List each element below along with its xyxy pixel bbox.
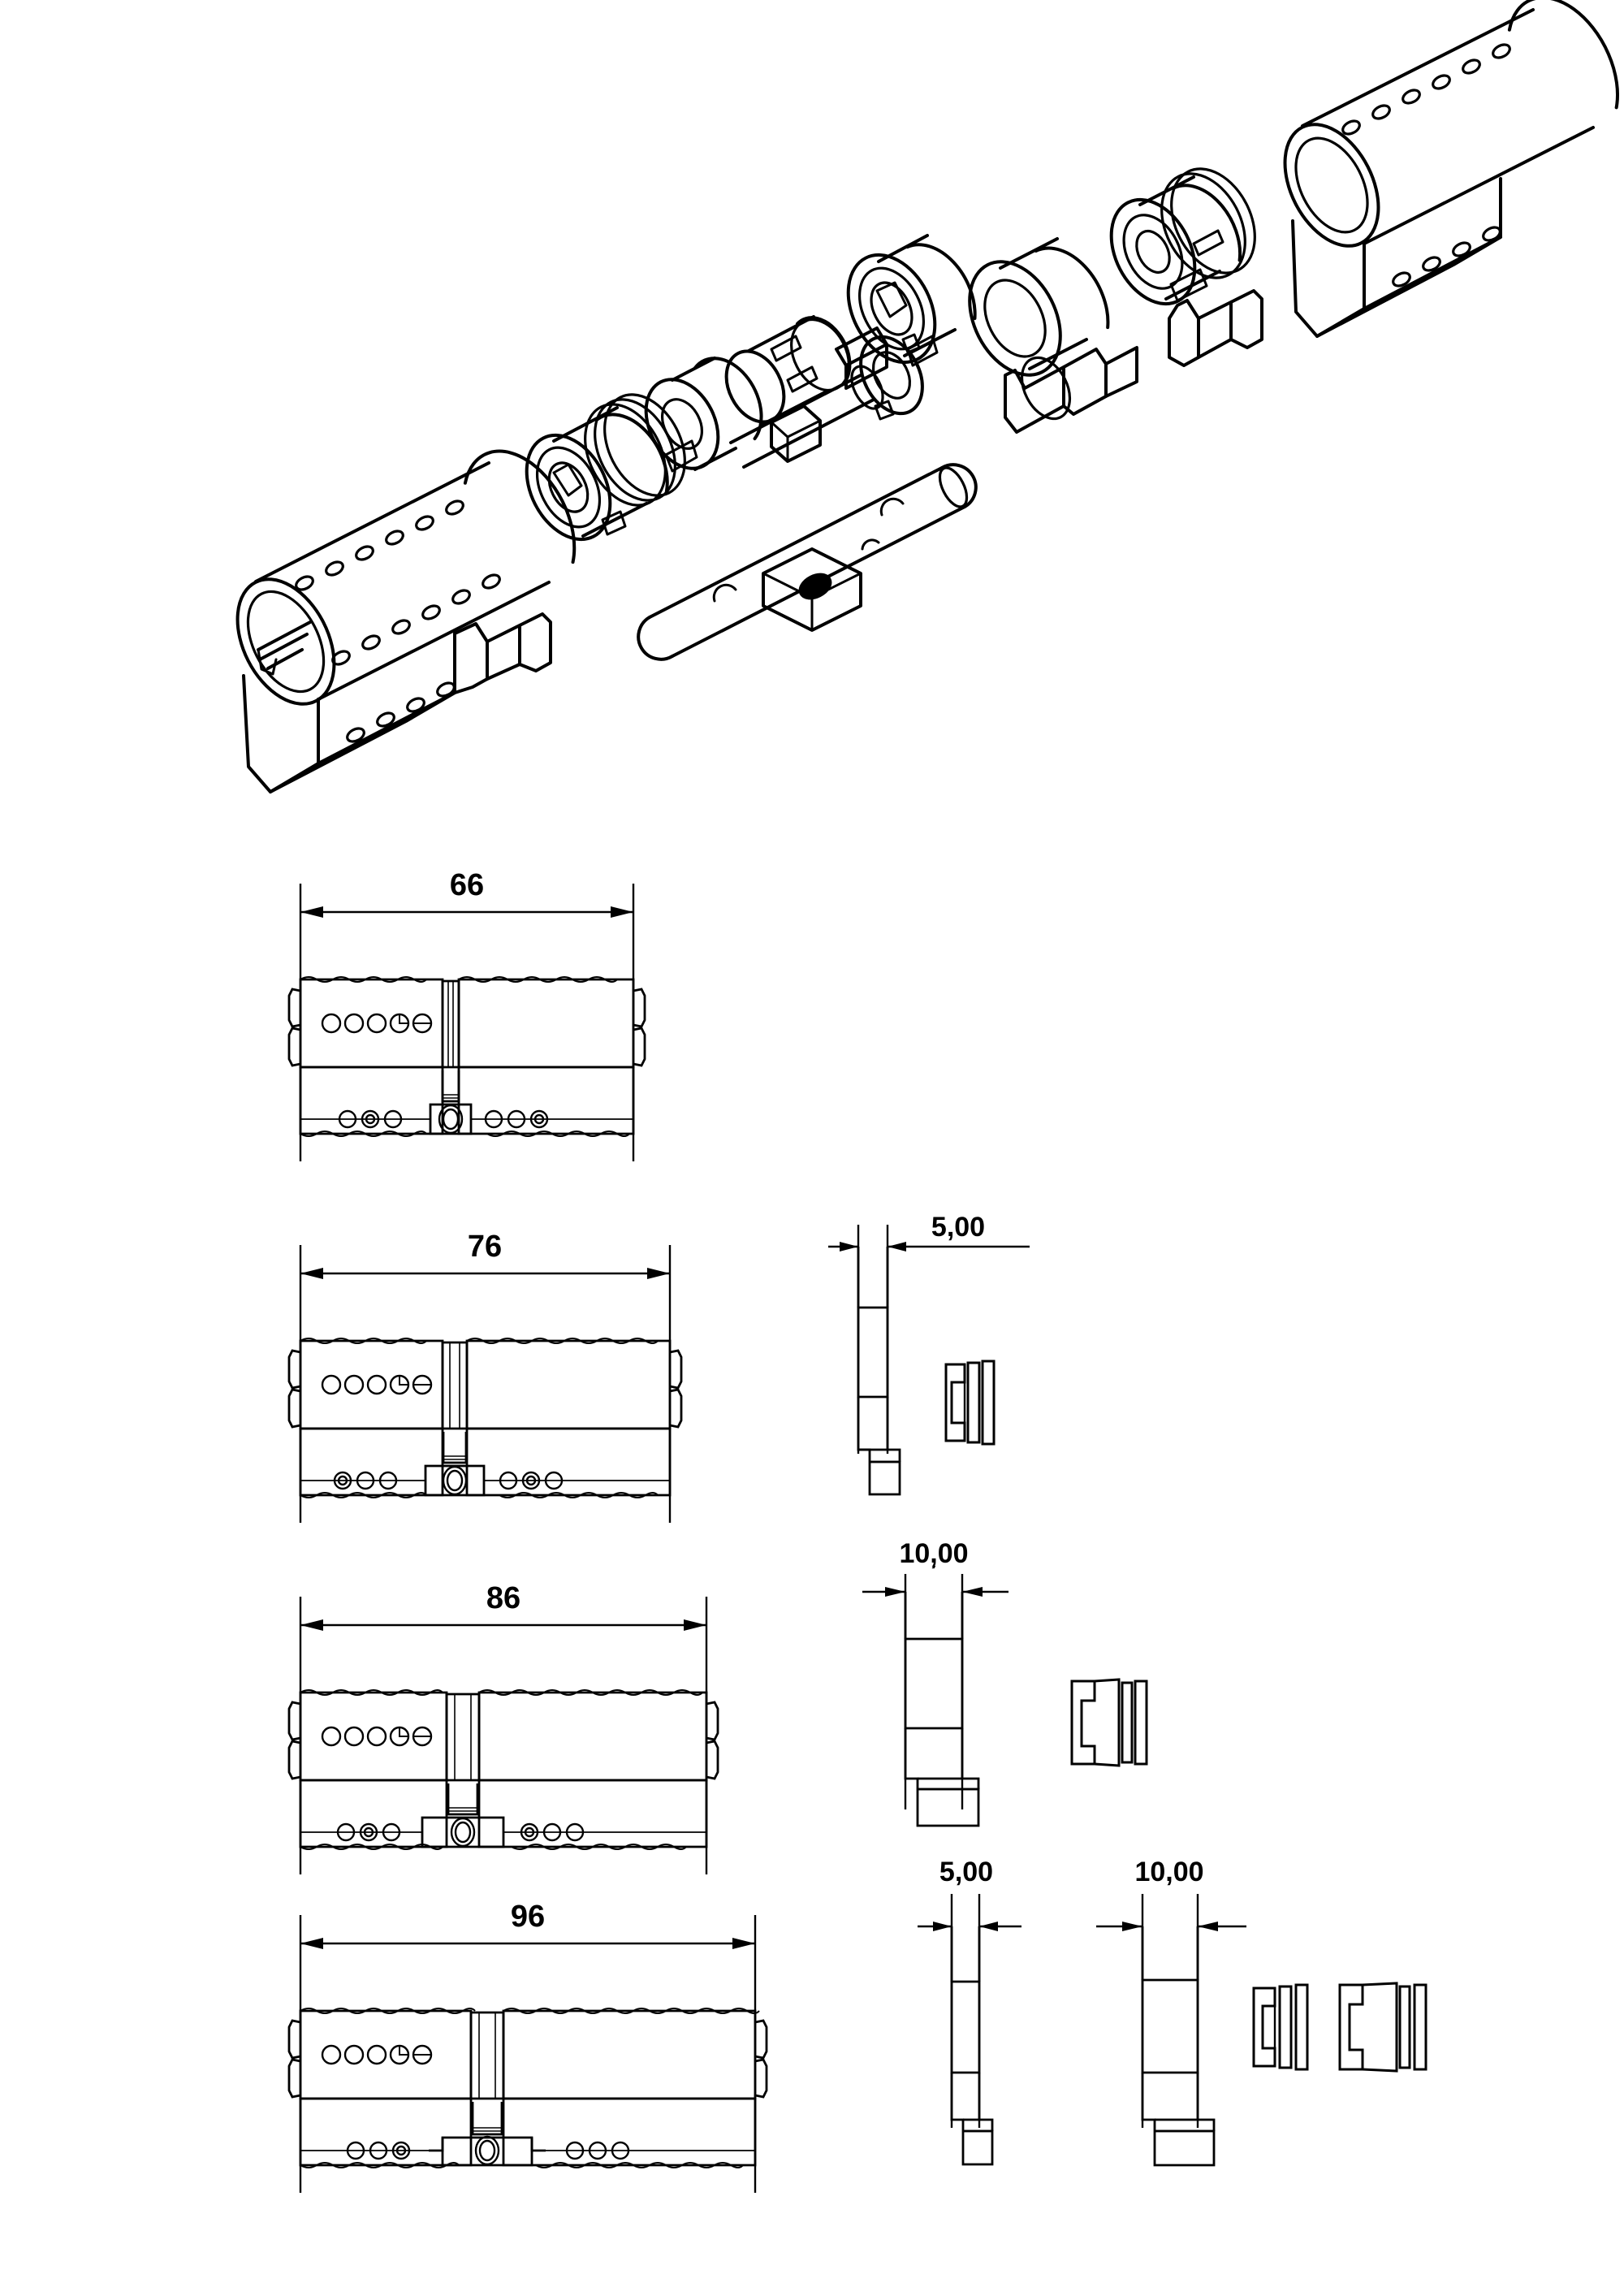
- dimension-label-10mm-row96: 10,00: [1134, 1857, 1203, 1887]
- exploded-isometric-view: [0, 0, 1624, 828]
- right-core-rings: [1109, 167, 1256, 306]
- insert-parts-row96: [1252, 1982, 1427, 2073]
- front-view-86: 86: [268, 1574, 755, 1899]
- right-cylinder-housing: [1168, 0, 1619, 367]
- dimension-label-holder-10mm-row86: 10,00: [828, 1527, 1210, 1576]
- insert-part-5mm: [944, 1360, 996, 1446]
- dimension-label-76: 76: [468, 1230, 502, 1264]
- centre-shaft-group: [729, 333, 924, 469]
- dimension-text-10mm-row86: 10,00: [899, 1538, 968, 1569]
- front-view-76: 76: [268, 1222, 723, 1547]
- side-view-10mm-row86: 10,00: [828, 1566, 1210, 1907]
- dimension-label-66: 66: [450, 868, 484, 902]
- side-view-5mm-row96: 5,00: [918, 1852, 1129, 2177]
- right-spacer-rings: [968, 237, 1138, 434]
- insert-part-10mm: [1070, 1678, 1148, 1767]
- dimension-label-10mm-row86: 10,00: [899, 1566, 968, 1571]
- side-view-10mm-row96: 10,00: [1080, 1852, 1470, 2177]
- left-plug-rotor: [525, 393, 686, 542]
- dimension-label-96: 96: [511, 1900, 545, 1934]
- connecting-bar: [637, 463, 978, 661]
- front-view-66: 66: [268, 861, 690, 1186]
- dimension-label-86: 86: [486, 1581, 520, 1615]
- front-view-96: 96: [268, 1892, 804, 2217]
- dimension-label-5mm-row96: 5,00: [939, 1857, 993, 1887]
- dimension-label-5mm-row76: 5,00: [931, 1212, 985, 1243]
- left-cylinder-housing: [235, 449, 577, 793]
- right-plug-rotor: [846, 234, 977, 367]
- side-view-5mm-row76: 5,00: [828, 1210, 1153, 1551]
